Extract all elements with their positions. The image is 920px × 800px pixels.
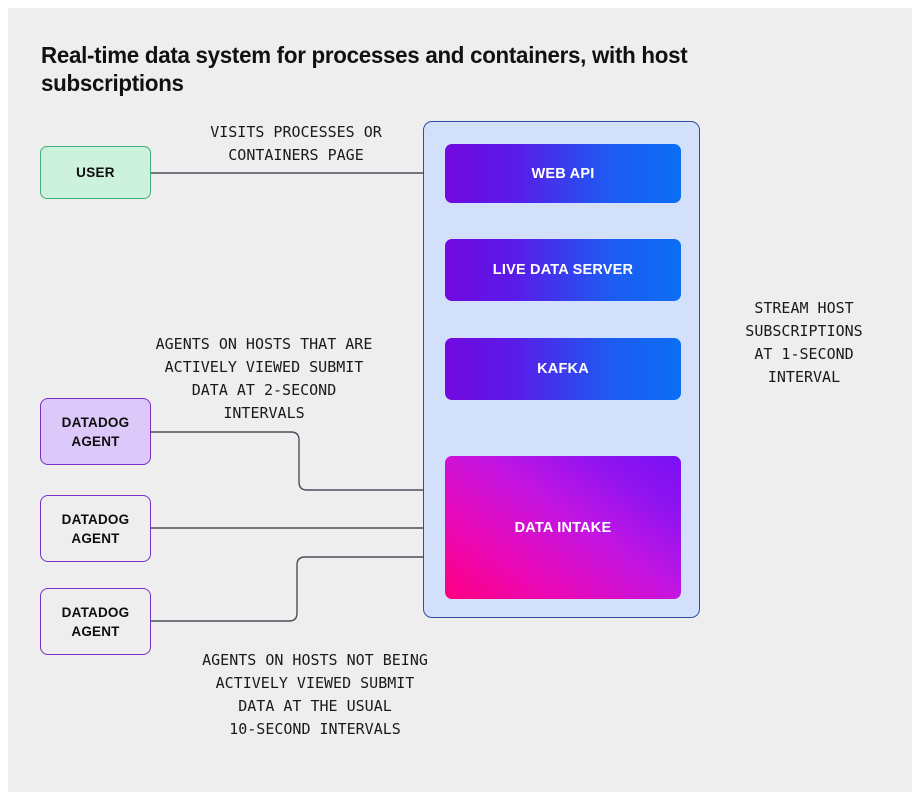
- node-kafka-label: KAFKA: [537, 361, 589, 377]
- node-datadog-agent-1-label: DATADOG AGENT: [61, 414, 130, 449]
- node-datadog-agent-1[interactable]: DATADOG AGENT: [40, 398, 151, 465]
- node-datadog-agent-3-label: DATADOG AGENT: [61, 604, 130, 639]
- node-web-api-label: WEB API: [531, 165, 595, 182]
- label-stream-host-subscriptions: STREAM HOST SUBSCRIPTIONS AT 1-SECOND IN…: [745, 299, 863, 386]
- diagram-canvas: Real-time data system for processes and …: [8, 8, 912, 792]
- node-datadog-agent-2[interactable]: DATADOG AGENT: [40, 495, 151, 562]
- label-visits-page: VISITS PROCESSES OR CONTAINERS PAGE: [210, 123, 382, 164]
- arrow-agent-1-to-data-intake: [151, 431, 437, 494]
- node-user-label: USER: [76, 165, 115, 180]
- label-actively-viewed-interval: AGENTS ON HOSTS THAT ARE ACTIVELY VIEWED…: [155, 335, 373, 422]
- node-kafka[interactable]: KAFKA: [445, 338, 681, 400]
- node-live-data-server-label: LIVE DATA SERVER: [492, 262, 634, 278]
- node-data-intake-label: DATA INTAKE: [514, 519, 612, 536]
- label-not-viewed-interval: AGENTS ON HOSTS NOT BEING ACTIVELY VIEWE…: [202, 651, 428, 738]
- node-datadog-agent-3[interactable]: DATADOG AGENT: [40, 588, 151, 655]
- node-data-intake[interactable]: DATA INTAKE: [445, 456, 681, 599]
- node-datadog-agent-2-label: DATADOG AGENT: [61, 511, 130, 546]
- system-container: WEB API LIVE DATA SERVER KAFKA DATA INTA…: [423, 121, 700, 618]
- node-user[interactable]: USER: [40, 146, 151, 199]
- node-live-data-server[interactable]: LIVE DATA SERVER: [445, 239, 681, 301]
- arrow-agent-3-to-data-intake: [151, 553, 437, 622]
- node-web-api[interactable]: WEB API: [445, 144, 681, 203]
- page-title: Real-time data system for processes and …: [41, 42, 688, 96]
